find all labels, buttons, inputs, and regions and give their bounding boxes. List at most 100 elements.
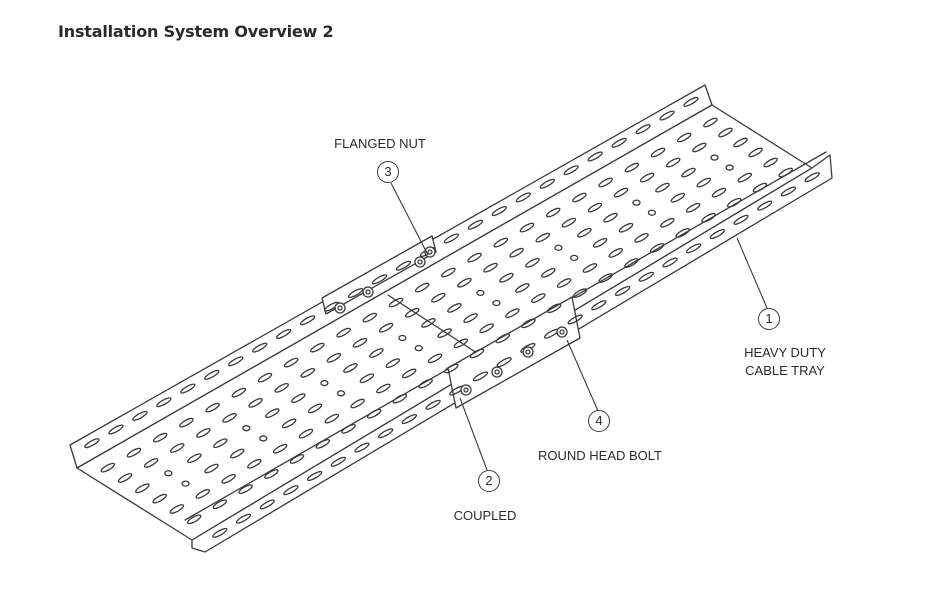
base-slot: [117, 473, 133, 483]
base-round-hole: [398, 334, 407, 342]
base-slot-pattern: [100, 117, 793, 525]
page-title: Installation System Overview 2: [58, 22, 334, 41]
base-slot: [441, 267, 456, 278]
wall-slot: [683, 96, 699, 107]
callout-4-line-1: ROUND HEAD BOLT: [538, 448, 662, 463]
wall-slot: [685, 243, 702, 254]
base-slot: [257, 372, 273, 383]
wall-slot: [539, 178, 555, 189]
wall-slot: [235, 513, 252, 524]
wall-slot: [587, 151, 603, 162]
base-slot: [556, 278, 572, 288]
base-slot: [388, 297, 404, 308]
leader-line-3: [390, 182, 429, 256]
base-slot: [457, 277, 472, 288]
base-round-hole: [242, 425, 251, 432]
base-slot: [515, 283, 530, 293]
wall-slot: [354, 442, 370, 453]
bolt-head: [460, 384, 472, 396]
leader-line-1: [736, 237, 768, 309]
wall-slot: [212, 527, 228, 538]
wall-slot: [425, 399, 441, 410]
base-slot: [343, 363, 358, 373]
base-slot: [100, 462, 116, 473]
base-slot: [352, 337, 368, 348]
wall-slot: [515, 192, 531, 203]
wall-slot: [567, 314, 583, 325]
base-slot: [613, 187, 629, 198]
base-slot: [392, 393, 408, 404]
base-slot: [283, 357, 299, 368]
base-slot: [289, 454, 305, 464]
wall-slot: [108, 424, 124, 435]
base-slot: [366, 408, 382, 419]
bolt-center: [494, 369, 500, 375]
base-slot: [221, 473, 236, 484]
base-slot: [479, 323, 494, 334]
callout-1-line-1: HEAVY DUTY: [744, 345, 826, 360]
wall-slot: [780, 186, 797, 197]
base-slot: [655, 182, 670, 193]
base-slot: [341, 423, 356, 434]
callout-1-line-2: CABLE TRAY: [745, 363, 825, 378]
base-slot: [431, 292, 446, 303]
bolt-head: [491, 366, 503, 378]
base-round-hole: [725, 164, 734, 171]
base-slot: [298, 428, 314, 439]
base-slot: [561, 217, 577, 228]
wall-slot: [347, 287, 364, 299]
bolt-center: [365, 289, 371, 295]
bolt-center: [559, 329, 565, 335]
base-slot: [300, 367, 316, 378]
base-slot: [681, 167, 696, 178]
base-slot: [265, 408, 280, 419]
base-slot: [685, 202, 701, 213]
wall-slot: [496, 357, 512, 368]
wall-slot: [709, 229, 726, 240]
base-slot: [505, 308, 520, 319]
wall-slot: [491, 206, 508, 217]
base-slot: [577, 227, 592, 238]
base-slot: [444, 363, 459, 374]
round-head-bolts: [334, 246, 568, 396]
wall-slot: [563, 165, 579, 176]
base-slot: [238, 484, 253, 495]
wall-slot: [611, 137, 627, 148]
tray-base: [76, 104, 813, 541]
callout-3-number: 3: [377, 161, 399, 183]
bolt-head: [334, 302, 346, 314]
base-slot: [495, 333, 511, 344]
base-slot: [499, 272, 514, 283]
base-slot: [598, 273, 613, 283]
base-slot: [483, 262, 498, 273]
wall-slot: [395, 260, 412, 271]
base-slot: [213, 438, 228, 449]
base-slot: [274, 382, 289, 393]
base-round-hole: [320, 379, 329, 387]
cable-tray-drawing: [69, 84, 833, 553]
base-slot: [675, 227, 691, 238]
base-round-hole: [259, 435, 268, 442]
base-slot: [326, 352, 342, 363]
base-slot: [726, 197, 742, 208]
base-slot: [572, 288, 588, 299]
base-slot: [212, 499, 228, 510]
bolt-center: [337, 305, 343, 311]
base-joint-seam: [387, 294, 481, 356]
wall-slot: [472, 371, 489, 382]
base-slot: [763, 157, 778, 168]
wall-slot: [259, 499, 275, 510]
wall-slot: [132, 410, 148, 421]
wall-slot: [614, 285, 631, 296]
base-slot: [469, 348, 485, 359]
base-slot: [582, 263, 598, 273]
base-slot: [421, 318, 436, 328]
base-slot: [376, 383, 391, 394]
wall-slot: [252, 342, 268, 353]
callout-1-number: 1: [758, 308, 780, 330]
base-slot: [618, 222, 634, 233]
wall-slot: [638, 271, 655, 282]
base-slot: [650, 147, 666, 158]
base-slot: [676, 132, 692, 143]
base-slot: [247, 458, 262, 469]
